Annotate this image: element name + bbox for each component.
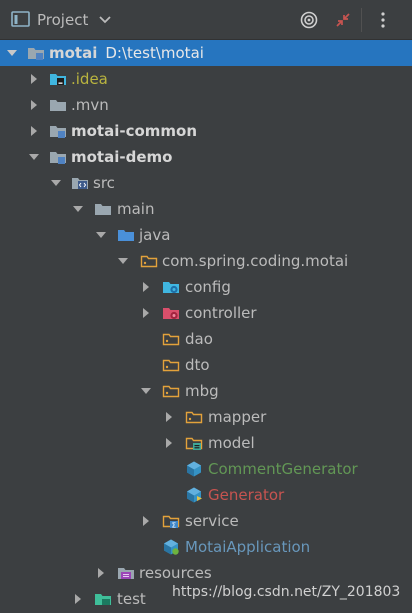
expanded-arrow-icon[interactable]	[71, 202, 85, 216]
collapsed-arrow-icon[interactable]	[94, 566, 108, 580]
node-label: MotaiApplication	[185, 538, 311, 556]
node-path: D:\test\motai	[105, 44, 204, 62]
node-label: .mvn	[71, 96, 109, 114]
tree-node-idea[interactable]: .idea	[0, 66, 412, 92]
collapsed-arrow-icon[interactable]	[162, 436, 176, 450]
node-label: model	[208, 434, 255, 452]
config-package-icon	[163, 282, 179, 294]
node-label: dto	[185, 356, 210, 374]
node-label: motai	[49, 44, 98, 62]
node-label: test	[117, 590, 146, 608]
controller-package-icon	[163, 308, 179, 320]
node-label: resources	[139, 564, 212, 582]
expanded-arrow-icon[interactable]	[94, 228, 108, 242]
tree-node-dao[interactable]: dao	[0, 326, 412, 352]
tree-node-src[interactable]: src	[0, 170, 412, 196]
expanded-arrow-icon[interactable]	[27, 150, 41, 164]
module-folder-icon	[28, 48, 44, 60]
module-folder-icon	[50, 152, 66, 164]
node-label: motai-demo	[71, 148, 173, 166]
expanded-arrow-icon[interactable]	[116, 254, 130, 268]
tree-node-mbg[interactable]: mbg	[0, 378, 412, 404]
expanded-arrow-icon[interactable]	[5, 46, 19, 60]
node-label: motai-common	[71, 122, 198, 140]
package-icon	[162, 385, 180, 398]
idea-folder-icon	[50, 74, 66, 85]
chevron-down-icon[interactable]	[99, 15, 111, 25]
tree-node-resources[interactable]: resources	[0, 560, 412, 586]
service-package-icon: Σ	[162, 515, 180, 529]
tree-node-motai-common[interactable]: motai-common	[0, 118, 412, 144]
model-package-icon	[185, 437, 203, 450]
collapsed-arrow-icon[interactable]	[27, 72, 41, 86]
tree-node-motai[interactable]: motai D:\test\motai	[0, 40, 412, 66]
expanded-arrow-icon[interactable]	[49, 176, 63, 190]
tree-node-package[interactable]: com.spring.coding.motai	[0, 248, 412, 274]
tree-node-model[interactable]: model	[0, 430, 412, 456]
node-label: mbg	[185, 382, 219, 400]
node-label: .idea	[71, 70, 108, 88]
watermark-text: https://blog.csdn.net/ZY_201803	[172, 584, 401, 600]
folder-icon	[50, 100, 66, 111]
spring-boot-class-icon	[164, 539, 179, 555]
node-label: controller	[185, 304, 257, 322]
node-label: config	[185, 278, 231, 296]
tree-node-test[interactable]: test	[0, 586, 412, 612]
collapsed-arrow-icon[interactable]	[71, 592, 85, 606]
resources-folder-icon	[118, 568, 134, 579]
package-icon	[140, 255, 158, 268]
tree-node-comment-generator[interactable]: CommentGenerator	[0, 456, 412, 482]
java-class-icon	[187, 487, 202, 503]
project-icon	[11, 11, 30, 27]
project-tree: motai D:\test\motai .idea .mvn motai-comm…	[0, 40, 412, 613]
collapsed-arrow-icon[interactable]	[162, 410, 176, 424]
node-label: main	[117, 200, 155, 218]
tree-node-mvn[interactable]: .mvn	[0, 92, 412, 118]
tree-node-motai-demo[interactable]: motai-demo	[0, 144, 412, 170]
svg-text:Σ: Σ	[172, 521, 176, 529]
tree-node-service[interactable]: Σ service	[0, 508, 412, 534]
source-folder-icon	[72, 178, 88, 189]
node-label: Generator	[208, 486, 285, 504]
tree-node-generator[interactable]: Generator	[0, 482, 412, 508]
node-label: dao	[185, 330, 213, 348]
node-label: com.spring.coding.motai	[162, 252, 349, 270]
tree-node-mapper[interactable]: mapper	[0, 404, 412, 430]
tree-node-java[interactable]: java	[0, 222, 412, 248]
package-icon	[162, 333, 180, 346]
module-folder-icon	[50, 126, 66, 138]
collapsed-arrow-icon[interactable]	[139, 514, 153, 528]
collapsed-arrow-icon[interactable]	[139, 280, 153, 294]
java-class-icon	[187, 461, 201, 477]
folder-icon	[95, 204, 111, 215]
tree-node-controller[interactable]: controller	[0, 300, 412, 326]
view-selector-label[interactable]: Project	[37, 11, 89, 29]
node-label: src	[93, 174, 115, 192]
test-folder-icon	[95, 594, 111, 605]
collapsed-arrow-icon[interactable]	[27, 98, 41, 112]
package-icon	[162, 359, 180, 372]
locate-file-icon[interactable]	[299, 10, 319, 30]
node-label: mapper	[208, 408, 267, 426]
more-options-icon[interactable]	[373, 10, 393, 30]
node-label: service	[185, 512, 239, 530]
header-separator	[361, 8, 362, 32]
package-icon	[185, 411, 203, 424]
node-label: CommentGenerator	[208, 460, 358, 478]
expanded-arrow-icon[interactable]	[139, 384, 153, 398]
collapsed-arrow-icon[interactable]	[27, 124, 41, 138]
tree-node-dto[interactable]: dto	[0, 352, 412, 378]
collapsed-arrow-icon[interactable]	[139, 306, 153, 320]
source-root-icon	[118, 230, 134, 241]
tree-node-main[interactable]: main	[0, 196, 412, 222]
tree-node-config[interactable]: config	[0, 274, 412, 300]
collapse-all-icon[interactable]	[333, 10, 353, 30]
node-label: java	[139, 226, 171, 244]
project-tool-window-header: Project	[0, 0, 412, 40]
tree-node-motai-application[interactable]: MotaiApplication	[0, 534, 412, 560]
